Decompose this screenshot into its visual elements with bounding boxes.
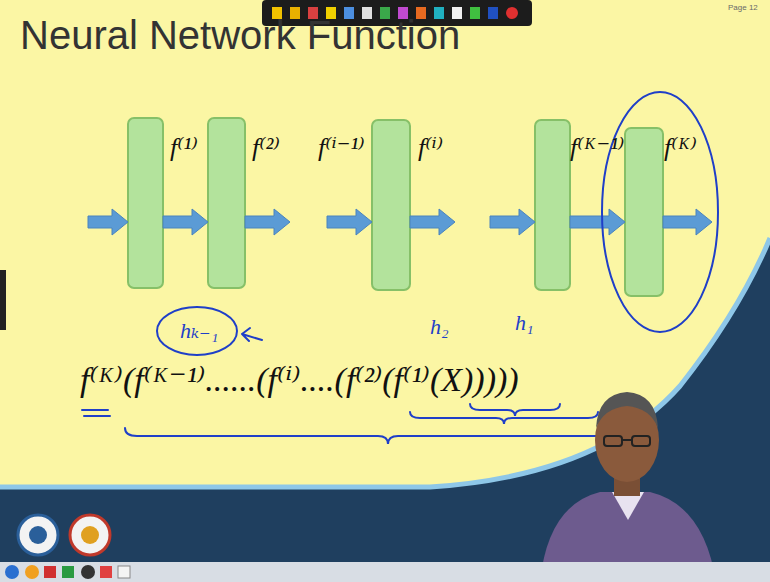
ink-note: hₖ₋₁ — [180, 318, 218, 343]
ink-circle — [157, 307, 237, 355]
block-arrow — [327, 209, 372, 235]
block-arrow — [245, 209, 290, 235]
speaker-photo — [540, 392, 716, 582]
block-arrow — [88, 209, 128, 235]
function-label: f⁽ᴷ⁻¹⁾ — [570, 133, 624, 163]
ink-brace — [410, 412, 598, 424]
ink-brace — [470, 404, 560, 416]
logos — [18, 515, 110, 555]
layer-box — [535, 120, 570, 290]
block-arrows — [88, 209, 712, 235]
ink-note: h₁ — [515, 310, 534, 335]
ink-arrow — [242, 328, 262, 341]
slide-title: Neural Network Function — [20, 12, 460, 58]
block-arrow — [163, 209, 208, 235]
function-label: f⁽ᴷ⁾ — [664, 133, 697, 163]
ink-circle — [602, 92, 718, 332]
layer-box — [625, 128, 663, 296]
edge-mark — [0, 270, 6, 330]
layer-box — [208, 118, 245, 288]
taskbar-icons — [5, 565, 130, 579]
block-arrow — [663, 209, 712, 235]
function-label: f⁽²⁾ — [252, 133, 280, 163]
block-arrow — [490, 209, 535, 235]
ink-underline — [82, 410, 110, 416]
ink-brace — [125, 428, 650, 444]
layer-box — [372, 120, 410, 290]
block-arrow — [570, 209, 625, 235]
block-arrow — [410, 209, 455, 235]
page-number: Page 12 — [728, 3, 758, 12]
layer-boxes — [128, 118, 663, 296]
function-label: f⁽¹⁾ — [170, 133, 198, 163]
layer-box — [128, 118, 163, 288]
ink-note: h₂ — [430, 314, 449, 339]
function-label: f⁽ⁱ⁾ — [418, 133, 443, 163]
function-label: f⁽ⁱ⁻¹⁾ — [318, 133, 365, 163]
composition-formula: f⁽ᴷ⁾(f⁽ᴷ⁻¹⁾......(f⁽ⁱ⁾....(f⁽²⁾(f⁽¹⁾(X))… — [80, 360, 519, 399]
taskbar — [0, 562, 770, 582]
